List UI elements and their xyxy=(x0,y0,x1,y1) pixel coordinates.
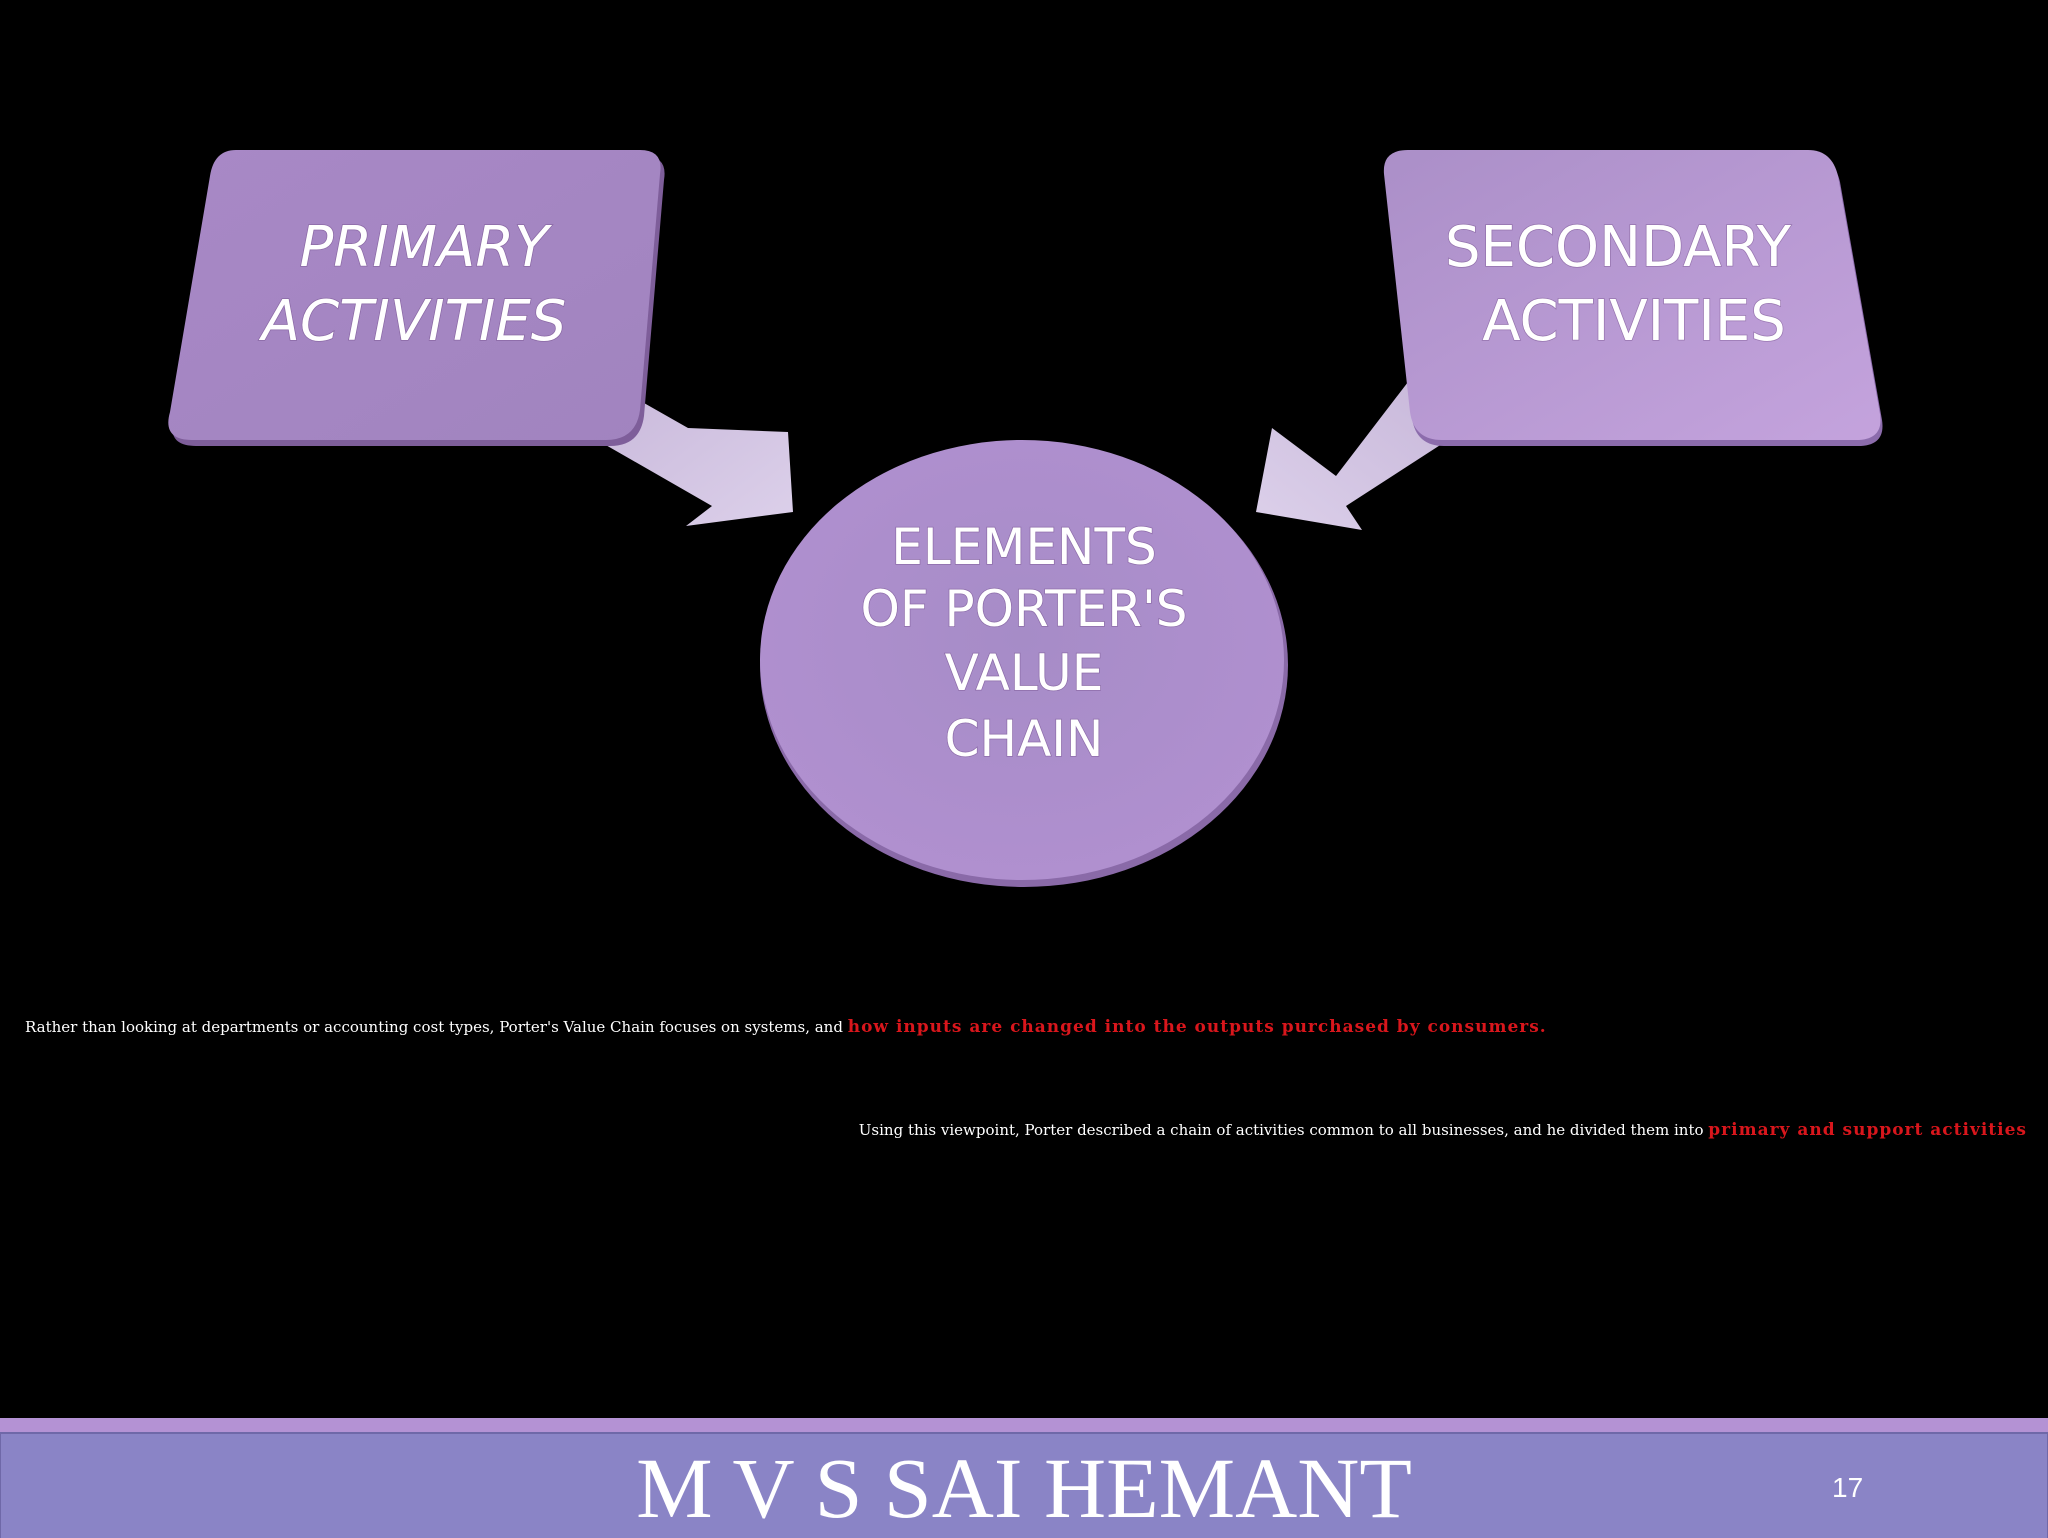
secondary-activities-line1: SECONDARY xyxy=(1445,215,1792,280)
footer-author: M V S SAI HEMANT xyxy=(636,1440,1412,1536)
primary-activities-line2: ACTIVITIES xyxy=(259,289,567,354)
right-arrow xyxy=(1256,382,1448,530)
secondary-activities-line2: ACTIVITIES xyxy=(1482,289,1786,354)
primary-activities-box: PRIMARY ACTIVITIES xyxy=(168,150,665,446)
caption-1-text: Rather than looking at departments or ac… xyxy=(25,1018,848,1036)
caption-2-text: Using this viewpoint, Porter described a… xyxy=(858,1121,1709,1139)
caption-value-chain-focus: Rather than looking at departments or ac… xyxy=(25,1017,1547,1037)
value-chain-diagram: PRIMARY ACTIVITIES SECONDARY ACTIVITIES … xyxy=(168,150,1883,887)
primary-activities-line1: PRIMARY xyxy=(300,215,553,280)
caption-2-highlight: primary and support activities xyxy=(1708,1120,2027,1140)
footer-accent-strip xyxy=(0,1418,2048,1432)
secondary-activities-box: SECONDARY ACTIVITIES xyxy=(1383,150,1883,446)
slide-number: 17 xyxy=(1832,1472,1864,1503)
circle-line4: CHAIN xyxy=(945,710,1104,768)
circle-line1: ELEMENTS xyxy=(891,518,1156,576)
left-arrow xyxy=(597,378,793,526)
circle-line2: OF PORTER'S xyxy=(861,580,1188,638)
caption-1-highlight: how inputs are changed into the outputs … xyxy=(847,1017,1547,1037)
circle-line3: VALUE xyxy=(945,644,1104,702)
value-chain-circle: ELEMENTS OF PORTER'S VALUE CHAIN xyxy=(760,440,1288,887)
footer-bar xyxy=(0,1432,2048,1538)
caption-activity-division: Using this viewpoint, Porter described a… xyxy=(859,1120,2027,1140)
